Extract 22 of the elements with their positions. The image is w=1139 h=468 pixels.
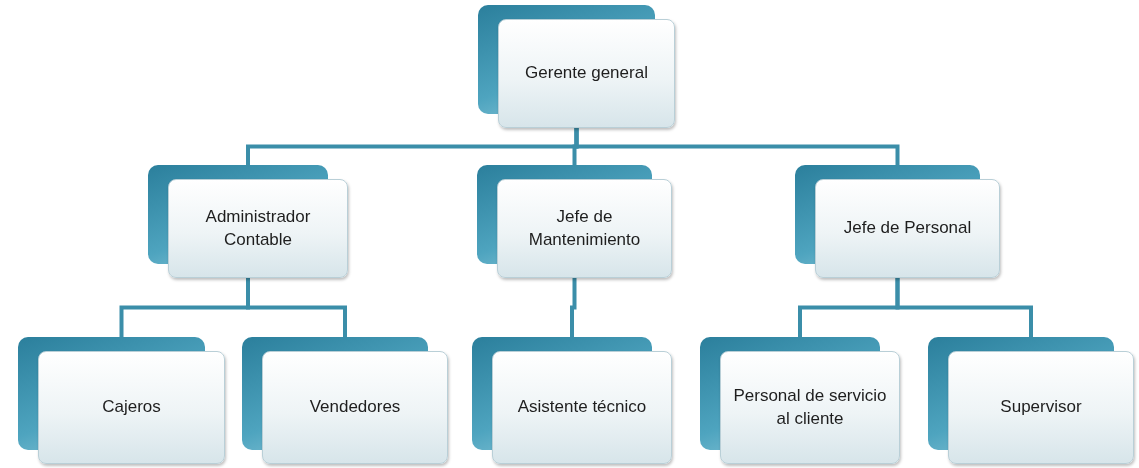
org-chart-box (795, 165, 1000, 278)
org-chart-box (472, 337, 672, 464)
position-title: Gerente general (525, 62, 648, 85)
position-title: Cajeros (102, 396, 161, 419)
connector-line (574, 128, 900, 165)
org-chart-box (477, 165, 672, 278)
connector-line (570, 278, 577, 337)
org-chart-box (928, 337, 1134, 464)
org-chart-box (18, 337, 225, 464)
position-title: Administrador Contable (204, 206, 312, 251)
org-chart-box (700, 337, 900, 464)
position-title: Jefe de Personal (843, 217, 972, 240)
connector-line (246, 278, 347, 337)
org-chart-box (242, 337, 448, 464)
position-title: Jefe de Mantenimiento (527, 206, 642, 251)
connector-line (895, 278, 1033, 337)
position-title: Supervisor (1000, 396, 1082, 419)
position-title: Vendedores (309, 396, 401, 419)
org-chart-box (478, 5, 675, 128)
org-chart-box (148, 165, 348, 278)
position-title: Asistente técnico (517, 396, 647, 419)
position-title: Personal de servicio al cliente (732, 385, 888, 430)
